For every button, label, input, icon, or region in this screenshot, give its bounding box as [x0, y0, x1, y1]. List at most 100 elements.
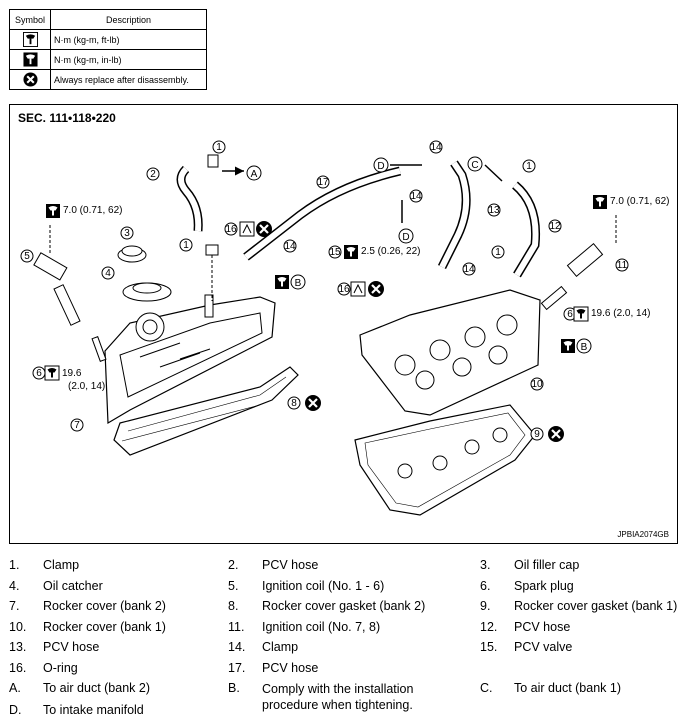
- part-number: 4.: [9, 578, 20, 593]
- torque-callout: (2.0, 14): [68, 381, 106, 392]
- part-number: 12.: [480, 619, 498, 634]
- figure-id: JPBIA2074GB: [617, 530, 669, 539]
- parts-row: A.To air duct (bank 2)B.Comply with the …: [9, 681, 684, 712]
- callout-letter: D: [377, 161, 384, 172]
- part-description: Ignition coil (No. 7, 8): [262, 619, 381, 634]
- part-number: C.: [480, 681, 493, 695]
- callout-number: 4: [105, 268, 111, 279]
- callout-number: 3: [124, 228, 130, 239]
- callout-number: 2: [150, 169, 156, 180]
- part-description: O-ring: [43, 660, 78, 675]
- callout-number: 17: [317, 177, 329, 188]
- callout-letter: B: [295, 278, 302, 289]
- callout-letter: B: [581, 342, 588, 353]
- part-description: PCV hose: [43, 640, 100, 654]
- part-number: 5.: [228, 578, 239, 593]
- exploded-diagram: 1234567891011121314111417141141516166ADD…: [20, 140, 629, 516]
- parts-row: 4. Oil catcher 5. Ignition coil (No. 1 - 6)…: [9, 579, 684, 600]
- part-description: PCV hose: [262, 558, 319, 572]
- part-number: 13.: [9, 640, 27, 654]
- part-description: PCV valve: [514, 640, 573, 654]
- spark-plug-bank2-drawing: [91, 336, 107, 362]
- part-description: To air duct (bank 1): [514, 681, 621, 695]
- part-number: 3.: [480, 558, 491, 572]
- callout-number: 14: [430, 142, 442, 153]
- torque-callout: 7.0 (0.71, 62): [63, 205, 123, 216]
- legend-header-description: Description: [50, 9, 207, 30]
- callout-number: 16: [225, 224, 237, 235]
- part-description: Rocker cover (bank 1): [43, 619, 166, 634]
- part-number: 7.: [9, 599, 20, 613]
- parts-row: 10. Rocker cover (bank 1) 11. Ignition coil…: [9, 620, 684, 641]
- callout-number: 14: [284, 241, 296, 252]
- legend-row: N·m (kg-m, ft-lb): [9, 29, 207, 50]
- rocker-gasket-bank2-drawing: [113, 366, 299, 456]
- exploded-view-figure: SEC. 111•118•220: [9, 104, 678, 544]
- rocker-gasket-bank1-drawing: [354, 404, 536, 516]
- symbol-legend-table: Symbol Description N·m (kg-m, ft-lb) N·m…: [9, 9, 207, 90]
- part-number: 8.: [228, 599, 239, 613]
- section-title: SEC. 111•118•220: [18, 111, 116, 125]
- part-number: 11.: [228, 619, 245, 634]
- legend-text: N·m (kg-m, in-lb): [50, 49, 207, 70]
- part-description: PCV hose: [262, 660, 319, 675]
- callout-letter: D: [402, 232, 409, 243]
- part-description: Comply with the installation procedure w…: [262, 682, 414, 712]
- part-description: Clamp: [262, 640, 299, 654]
- part-description: Ignition coil (No. 1 - 6): [262, 578, 385, 593]
- ignition-coil-bank1-drawing: [540, 215, 617, 311]
- callout-letter: A: [251, 169, 258, 180]
- part-number: A.: [9, 681, 21, 695]
- torque-callout: 19.6: [62, 368, 82, 379]
- legend-row: N·m (kg-m, in-lb): [9, 49, 207, 70]
- part-number: D.: [9, 703, 22, 717]
- part-number: 17.: [228, 660, 246, 675]
- callout-number: 15: [329, 247, 341, 258]
- part-number: 16.: [9, 660, 27, 675]
- rocker-cover-bank1-drawing: [359, 289, 541, 416]
- legend-text: N·m (kg-m, ft-lb): [50, 29, 207, 50]
- callout-number: 1: [526, 161, 532, 172]
- torque-callout: 7.0 (0.71, 62): [610, 196, 670, 207]
- part-number: 6.: [480, 578, 491, 593]
- callout-number: 1: [183, 240, 189, 251]
- always-replace-icon: [22, 72, 38, 87]
- callout-number: 10: [531, 379, 543, 390]
- part-number: 9.: [480, 599, 491, 613]
- part-description: Rocker cover (bank 2): [43, 599, 166, 613]
- legend-text: Always replace after disassembly.: [50, 69, 207, 90]
- rocker-cover-bank2-drawing: [104, 294, 276, 425]
- part-description: Oil catcher: [43, 578, 103, 593]
- callout-number: 14: [463, 264, 475, 275]
- part-description: Clamp: [43, 558, 80, 572]
- torque-callout: 19.6 (2.0, 14): [591, 308, 651, 319]
- legend-header-row: Symbol Description: [9, 9, 207, 30]
- part-description: To intake manifold: [43, 703, 144, 717]
- callout-number: 16: [338, 284, 350, 295]
- callout-letter: C: [471, 160, 478, 171]
- legend-row: Always replace after disassembly.: [9, 69, 207, 90]
- part-number: 10.: [9, 619, 27, 634]
- callout-number: 1: [216, 142, 222, 153]
- callout-number: 6: [567, 309, 573, 320]
- parts-row: D. To intake manifold: [9, 703, 684, 724]
- callout-number: 8: [291, 398, 297, 409]
- callout-number: 11: [617, 260, 628, 271]
- legend-header-symbol: Symbol: [9, 9, 51, 30]
- parts-row: 7.Rocker cover (bank 2)8.Rocker cover ga…: [9, 599, 684, 620]
- callout-number: 5: [24, 251, 30, 262]
- callout-number: 12: [549, 221, 561, 232]
- part-number: 1.: [9, 558, 20, 572]
- part-number: 2.: [228, 558, 239, 572]
- parts-row: 16. O-ring 17. PCV hose: [9, 661, 684, 682]
- part-description: Oil filler cap: [514, 558, 580, 572]
- callout-number: 7: [74, 420, 80, 431]
- torque-wrench-icon: [22, 32, 38, 47]
- part-description: Spark plug: [514, 578, 574, 593]
- torque-callout: 2.5 (0.26, 22): [361, 246, 421, 257]
- parts-row: 1. Clamp 2. PCV hose 3. Oil filler cap: [9, 558, 684, 579]
- callout-number: 6: [36, 368, 42, 379]
- callout-number: 13: [488, 205, 500, 216]
- callout-number: 14: [410, 191, 422, 202]
